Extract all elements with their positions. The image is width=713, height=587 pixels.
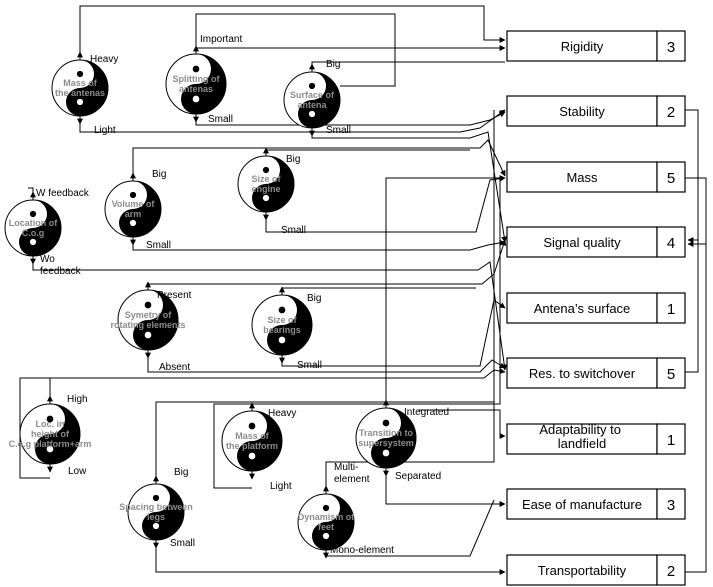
- yin-yang-icon: [104, 180, 162, 238]
- parameter-name: Adaptability to landfield: [539, 422, 624, 451]
- contradiction-bottom-label: Light: [270, 481, 292, 492]
- contradiction-bottom-label: Small: [208, 114, 233, 125]
- yin-yang-icon: [127, 483, 185, 541]
- contradiction-top-label: Big: [326, 59, 340, 70]
- contradiction-top-label: Big: [152, 169, 166, 180]
- contradiction-bottom-label: Absent: [159, 362, 190, 373]
- contradiction-bottom-label: Separated: [395, 471, 441, 482]
- parameter-rigidity: Rigidity 3: [506, 30, 686, 62]
- parameter-weight: 2: [667, 104, 675, 121]
- parameter-name: Mass: [566, 170, 598, 185]
- parameter-name: Stability: [559, 104, 605, 119]
- yin-yang-icon: [251, 294, 313, 356]
- contradiction-top-label: Big: [307, 293, 321, 304]
- contradiction-top-label: Heavy: [90, 54, 118, 65]
- parameter-name: Transportability: [538, 563, 627, 578]
- contradiction-bottom-label: Small: [170, 538, 195, 549]
- contradiction-top-label: High: [67, 394, 88, 405]
- parameter-name: Res. to switchover: [529, 366, 636, 381]
- contradiction-top-label: Big: [174, 467, 188, 478]
- parameter-name: Signal quality: [543, 235, 621, 250]
- contradiction-top-label: W feedback: [36, 188, 90, 199]
- contradiction-bottom-label: Small: [297, 360, 322, 371]
- parameter-antena-surface: Antena’s surface 1: [506, 292, 686, 324]
- yin-yang-icon: [19, 403, 81, 465]
- parameter-weight: 1: [667, 432, 675, 449]
- contradiction-bottom-label: Mono-element: [330, 545, 394, 556]
- yin-yang-icon: [117, 289, 179, 351]
- parameter-stability: Stability 2: [506, 95, 686, 127]
- yin-yang-icon: [283, 71, 341, 129]
- parameter-weight: 4: [667, 235, 675, 252]
- contradiction-bottom-label: Small: [326, 125, 351, 136]
- yin-yang-icon: [297, 493, 355, 551]
- parameter-res-switchover: Res. to switchover 5: [506, 357, 686, 389]
- contradiction-top-label: Integrated: [404, 407, 449, 418]
- parameter-weight: 2: [667, 563, 675, 580]
- parameter-signal-quality: Signal quality 4: [506, 226, 686, 258]
- parameter-transportability: Transportability 2: [506, 554, 686, 586]
- parameter-adaptability: Adaptability to landfield 1: [506, 422, 686, 455]
- parameter-weight: 5: [667, 170, 675, 187]
- yin-yang-icon: [237, 155, 295, 213]
- parameter-name: Ease of manufacture: [522, 497, 642, 512]
- yin-yang-icon: [221, 410, 283, 472]
- contradiction-top-label: Present: [157, 290, 192, 301]
- contradiction-bottom-label: Low: [68, 466, 87, 477]
- parameter-name: Rigidity: [561, 39, 604, 54]
- contradiction-bottom-label: Light: [94, 125, 116, 136]
- yin-yang-icon: [165, 53, 227, 115]
- contradiction-bottom-label: Small: [146, 240, 171, 251]
- contradiction-top-label: Big: [286, 154, 300, 165]
- parameter-weight: 5: [667, 366, 675, 383]
- contradiction-top-label: Multi-element: [334, 462, 370, 485]
- contradiction-bottom-label: Small: [281, 225, 306, 236]
- contradiction-top-label: Heavy: [268, 408, 296, 419]
- parameter-boxes: Rigidity 3 Stability 2 Mass 5 Signal qua…: [506, 30, 686, 586]
- parameter-ease-manufacture: Ease of manufacture 3: [506, 488, 686, 520]
- parameter-weight: 1: [667, 301, 675, 318]
- parameter-weight: 3: [667, 39, 675, 56]
- contradiction-top-label: Important: [200, 34, 242, 45]
- parameter-weight: 3: [667, 497, 675, 514]
- yin-yang-icon: [4, 199, 62, 257]
- yin-yang-icon: [355, 407, 417, 469]
- parameter-name: Antena’s surface: [534, 301, 631, 316]
- connector-lines: [19, 5, 707, 575]
- parameter-mass: Mass 5: [506, 161, 686, 193]
